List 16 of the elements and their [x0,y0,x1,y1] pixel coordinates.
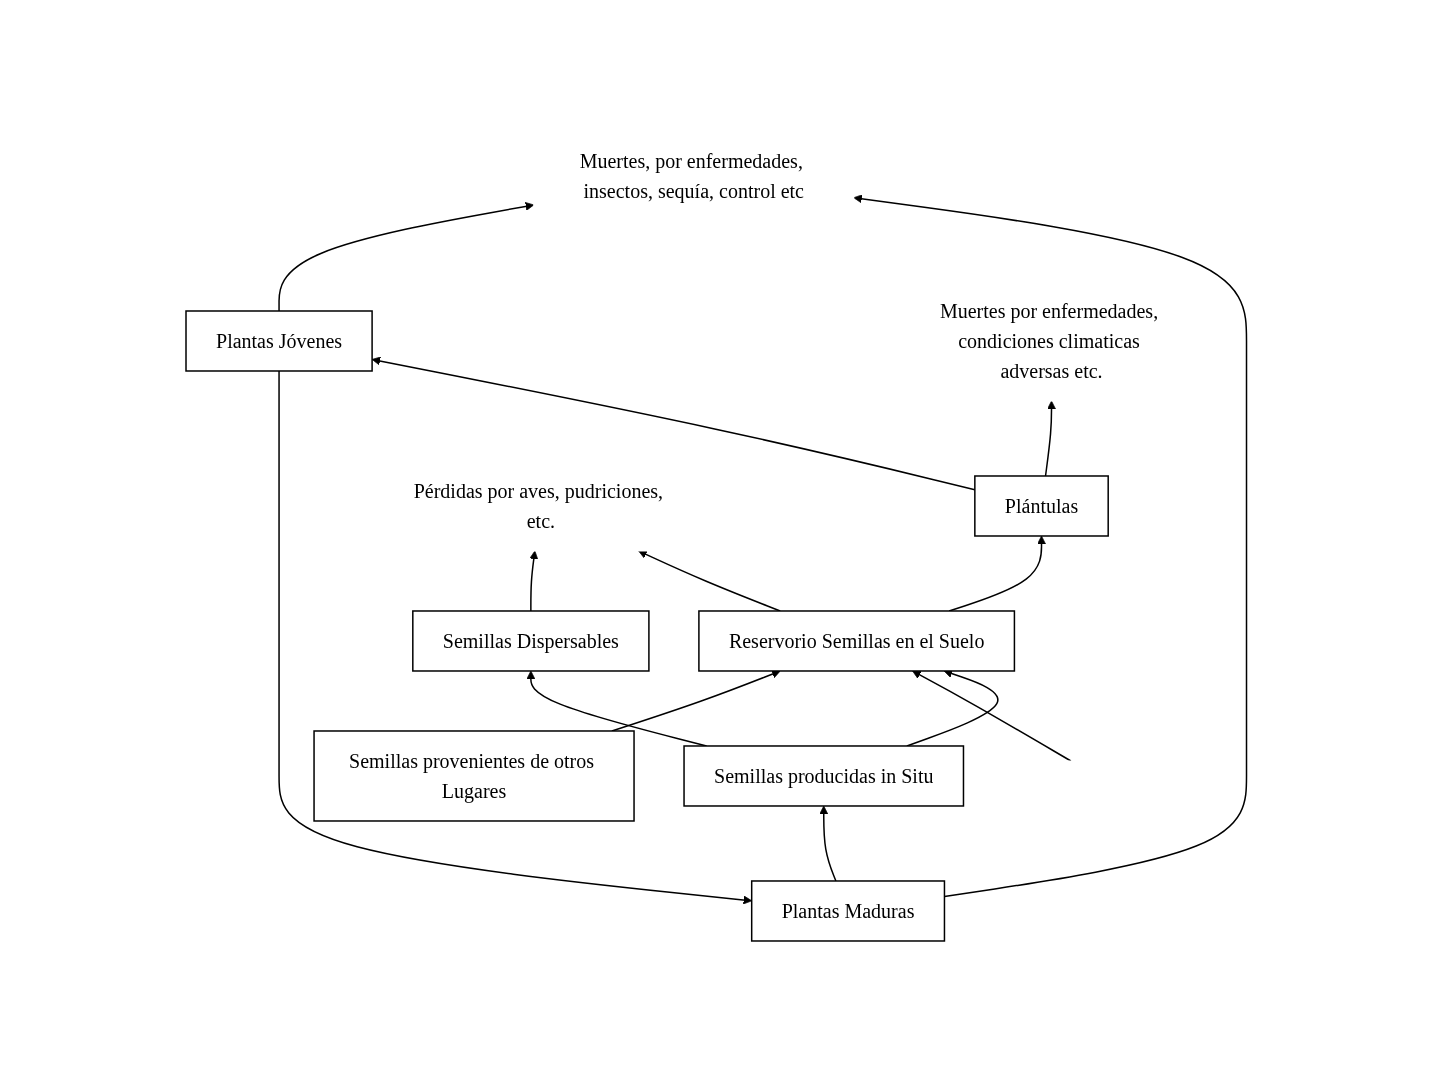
node-box: Semillas provenientes de otros Lugares [313,730,636,822]
arrow [1045,400,1057,477]
node-text: Muertes, por enfermedades, insectos, sequía, control etc [579,150,805,202]
node-box: Plantas Maduras [751,880,946,942]
node-text: Pérdidas por aves, pudriciones, etc. [413,479,664,532]
node-box: Plántulas [974,475,1110,537]
node-box: Reservorio Semillas en el Suelo [698,610,1016,672]
node-text: Muertes por enfermedades, condiciones climaticas adversas etc. [940,300,1159,382]
arrow [529,550,539,612]
arrow [912,670,1072,762]
arrow [278,202,535,312]
arrow [819,805,837,882]
arrow [853,194,1248,898]
node-box: Semillas Dispersables [412,610,650,672]
node-box: Semillas producidas in Situ [683,745,965,807]
node-box: Plantas Jóvenes [185,310,374,372]
